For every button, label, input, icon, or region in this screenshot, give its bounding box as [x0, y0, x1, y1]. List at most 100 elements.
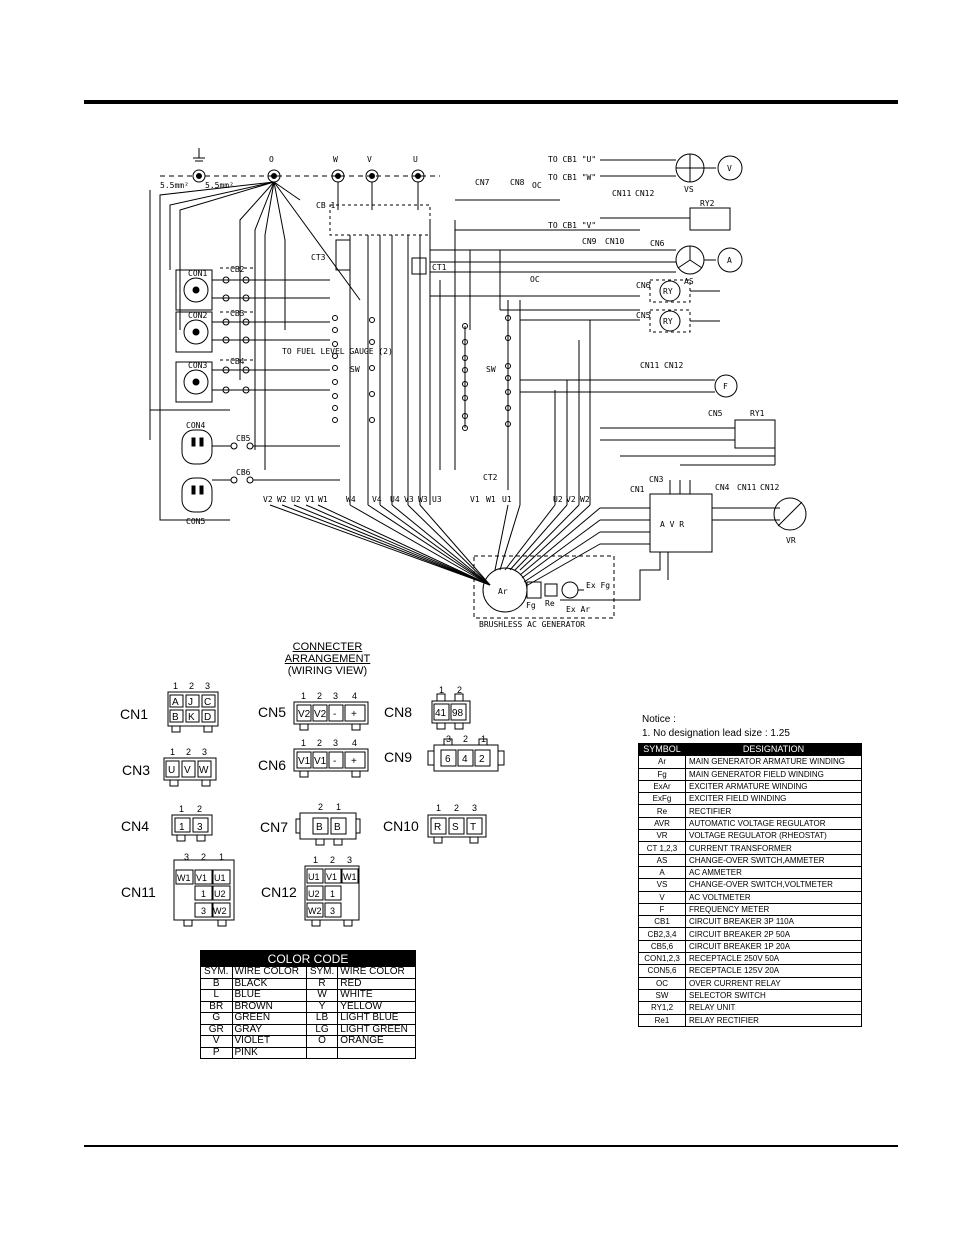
as-switch	[675, 245, 705, 275]
wire-color-cell: BLUE	[231, 989, 307, 1002]
cn10-label: CN10	[605, 237, 624, 246]
con2-receptacle	[175, 311, 213, 353]
ct3-box	[335, 239, 351, 271]
cn9-cell: 2	[479, 754, 485, 765]
wire-color-cell: GREEN	[231, 1012, 307, 1025]
color-code-header-row: SYM. WIRE COLOR SYM. WIRE COLOR	[200, 966, 416, 979]
symbol-cell: CON5,6	[638, 964, 686, 978]
cb3-label: CB3	[230, 309, 245, 318]
lead-w1-right: W1	[486, 495, 496, 504]
ry1-label: RY1	[750, 409, 765, 418]
cn7-name: CN7	[260, 819, 288, 835]
cn5-label: CN5	[636, 311, 651, 320]
designation-cell: CIRCUIT BREAKER 1P 20A	[685, 939, 862, 954]
ct2-label: CT2	[483, 473, 498, 482]
lead-w3: W3	[418, 495, 428, 504]
avr-label: A V R	[660, 520, 684, 529]
wire-color-header: WIRE COLOR	[337, 966, 416, 979]
cn10-pin-3: 3	[472, 803, 477, 813]
cn9-label: CN9	[582, 237, 597, 246]
to-cb1-w-label: TO CB1 "W"	[548, 173, 596, 182]
cn12-label-c: CN12	[760, 483, 779, 492]
ct1-label: CT1	[432, 263, 447, 272]
ct1-box	[411, 257, 427, 275]
symbol-cell: VS	[638, 878, 686, 892]
cn8-name: CN8	[384, 704, 412, 720]
lead-v4: V4	[372, 495, 382, 504]
cn4-cell: 1	[179, 822, 185, 833]
lead-u2-right: U2	[553, 495, 563, 504]
cn7-pin-1: 1	[336, 802, 341, 812]
cn12-label-b: CN12	[664, 361, 683, 370]
connector-cn6	[293, 748, 369, 778]
cn6-pin-3: 3	[333, 738, 338, 748]
fuel-gauge-label: TO FUEL LEVEL GAUGE (2)	[282, 347, 393, 356]
color-code-title-row: COLOR CODE	[200, 950, 416, 967]
designation-cell: CHANGE-OVER SWITCH,VOLTMETER	[685, 878, 862, 892]
wire-color-cell: GRAY	[231, 1023, 307, 1036]
bottom-rule	[84, 1145, 898, 1147]
color-sym-cell: Y	[305, 1000, 339, 1013]
cn5-cell: V2	[314, 709, 327, 720]
cn11-cell: W1	[177, 873, 191, 883]
cb4-label: CB4	[230, 357, 245, 366]
connector-cn11	[173, 859, 235, 927]
designation-cell: RECEPTACLE 125V 20A	[685, 964, 862, 978]
ground-terminal-icon	[192, 169, 206, 183]
ry-label-lower: RY	[663, 317, 673, 326]
cn10-cell: T	[470, 822, 476, 833]
connector-cn8	[431, 693, 471, 730]
cn12-pin-3: 3	[347, 855, 352, 865]
color-sym-cell: P	[200, 1046, 233, 1059]
selector-switch-left	[332, 315, 375, 423]
cn6-cell: -	[333, 756, 336, 767]
wire-color-cell: LIGHT GREEN	[337, 1023, 416, 1036]
cn6-label-a: CN6	[650, 239, 665, 248]
ry2-label: RY2	[700, 199, 715, 208]
notice-heading: Notice :	[642, 714, 676, 725]
wire-color-cell: LIGHT BLUE	[337, 1012, 416, 1025]
cn1-name: CN1	[120, 706, 148, 722]
sym-header: SYM.	[200, 966, 233, 979]
color-sym-cell: O	[305, 1035, 339, 1048]
connector-cn12	[304, 865, 360, 927]
symbol-cell: AVR	[638, 816, 686, 831]
wire-color-cell	[337, 1046, 416, 1059]
designation-cell: EXCITER FIELD WINDING	[685, 792, 862, 806]
cn9-name: CN9	[384, 749, 412, 765]
con2-label: CON2	[188, 311, 207, 320]
cn1-cell: J	[188, 697, 193, 708]
designation-cell: CIRCUIT BREAKER 3P 110A	[685, 915, 862, 929]
ry1-relay	[734, 419, 776, 449]
cn1-pin-2: 2	[189, 681, 194, 691]
color-sym-cell: R	[305, 977, 339, 990]
color-sym-cell: B	[200, 977, 233, 990]
re-label: Re	[545, 599, 555, 608]
exar-label: Ex Ar	[566, 605, 590, 614]
to-cb1-v-label: TO CB1 "V"	[548, 221, 596, 230]
lead-w2-right: W2	[580, 495, 590, 504]
cb5-breaker	[230, 442, 254, 450]
ammeter-label: A	[727, 256, 732, 265]
wire-color-cell: ORANGE	[337, 1035, 416, 1048]
cn12-name: CN12	[261, 884, 297, 900]
symbol-cell: CT 1,2,3	[638, 841, 686, 855]
cn3-pin-1: 1	[170, 747, 175, 757]
wire-color-cell: BROWN	[231, 1000, 307, 1013]
cn6-cell: V1	[298, 756, 311, 767]
cn7-label: CN7	[475, 178, 490, 187]
color-sym-cell: LG	[305, 1023, 339, 1036]
cn6-cell: +	[351, 756, 357, 767]
symbol-cell: Ar	[638, 755, 686, 769]
symbol-cell: CON1,2,3	[638, 952, 686, 966]
vs-switch	[675, 153, 705, 183]
cn4-name: CN4	[121, 818, 149, 834]
